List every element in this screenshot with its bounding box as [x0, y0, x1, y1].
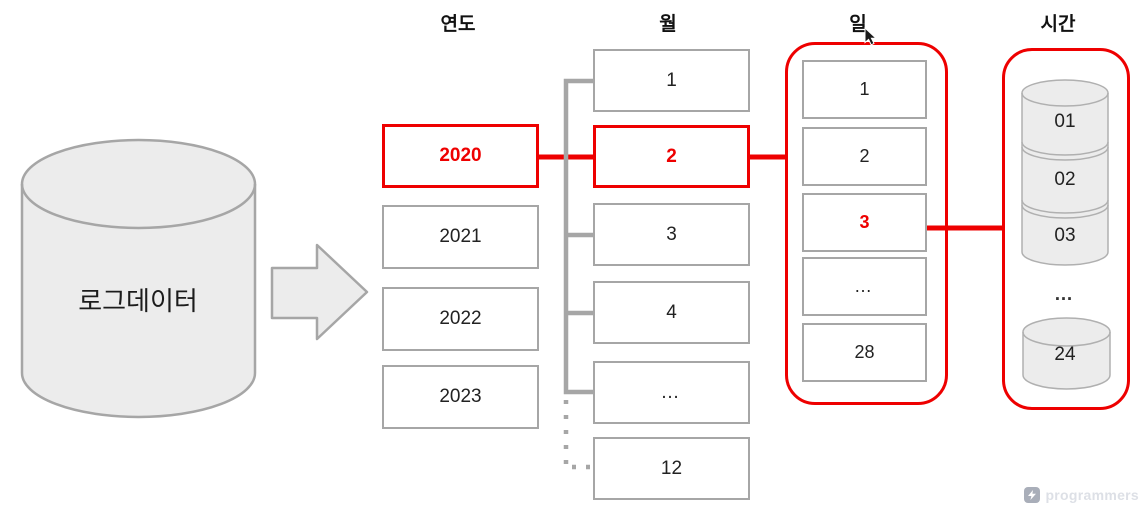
mouse-cursor-icon — [864, 27, 878, 46]
hour-group-outline — [1002, 48, 1130, 410]
log-data-label: 로그데이터 — [78, 286, 198, 316]
year-column-header: 연도 — [440, 14, 476, 35]
watermark: programmers — [1024, 487, 1139, 503]
hour-cylinder-stack — [1021, 79, 1109, 266]
month-box-4: 4 — [593, 281, 750, 344]
arrow-right-icon — [270, 243, 369, 341]
month-box-2-selected: 2 — [593, 125, 750, 188]
day-box-1: 1 — [802, 60, 927, 119]
database-icon — [20, 138, 257, 419]
month-box-12: 12 — [593, 437, 750, 500]
hour-label-01: 01 — [1054, 111, 1076, 132]
month-box-3: 3 — [593, 203, 750, 266]
day-box-ellipsis: … — [802, 257, 927, 316]
month-column-header: 월 — [659, 14, 677, 35]
hour-column-header: 시간 — [1040, 14, 1076, 35]
day-column-header: 일 — [849, 14, 867, 35]
hour-label-02: 02 — [1054, 169, 1076, 190]
year-box-2021: 2021 — [382, 205, 539, 269]
month-box-1: 1 — [593, 49, 750, 112]
hour-cylinder-24 — [1022, 317, 1111, 390]
hour-label-03: 03 — [1054, 225, 1076, 246]
month-box-ellipsis: … — [593, 361, 750, 424]
year-box-2020-selected: 2020 — [382, 124, 539, 188]
day-box-2: 2 — [802, 127, 927, 186]
bolt-icon — [1024, 487, 1041, 503]
year-box-2022: 2022 — [382, 287, 539, 351]
hour-label-24: 24 — [1054, 344, 1076, 365]
day-box-3-selected: 3 — [802, 193, 927, 252]
day-box-28: 28 — [802, 323, 927, 382]
day-group-outline — [785, 42, 948, 405]
hour-ellipsis: … — [1054, 284, 1076, 305]
month-fanout-lines — [563, 78, 594, 470]
watermark-label: programmers — [1045, 487, 1139, 503]
year-box-2023: 2023 — [382, 365, 539, 429]
